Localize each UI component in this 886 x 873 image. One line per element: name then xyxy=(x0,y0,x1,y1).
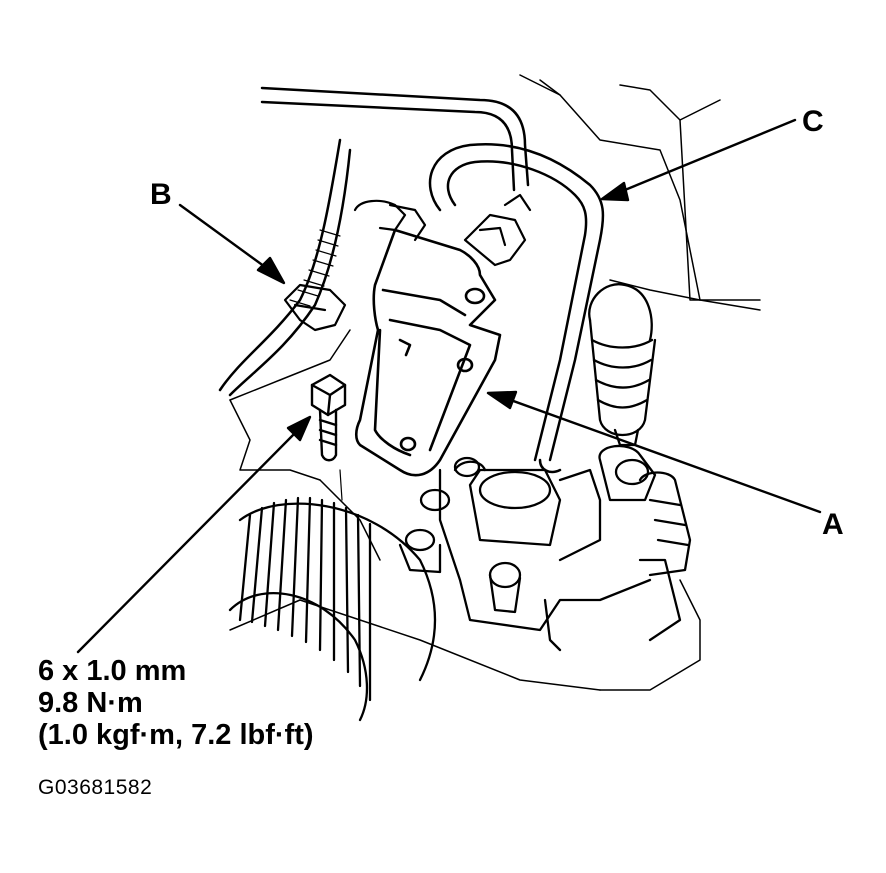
fastener-torque-alt: (1.0 kgf·m, 7.2 lbf·ft) xyxy=(38,719,314,751)
figure-id: G03681582 xyxy=(38,776,153,799)
fastener-size: 6 x 1.0 mm xyxy=(38,655,187,687)
leader-lines xyxy=(76,118,822,654)
bolt xyxy=(310,373,347,501)
wire-harness-b xyxy=(218,86,530,397)
leader-bolt xyxy=(76,426,302,654)
leader-b xyxy=(178,203,274,274)
callout-a: A xyxy=(822,508,844,541)
corrugated-tube xyxy=(228,496,437,722)
leader-c xyxy=(618,118,797,194)
arrowhead-a xyxy=(486,390,518,410)
harness-ribbing xyxy=(289,229,341,307)
bracket-a xyxy=(354,228,502,477)
fastener-spec: 6 x 1.0 mm 9.8 N·m (1.0 kgf·m, 7.2 lbf·f… xyxy=(38,655,314,751)
arrowhead-bolt xyxy=(286,415,312,442)
fastener-torque: 9.8 N·m xyxy=(38,687,143,719)
callout-c: C xyxy=(802,105,824,138)
arrowhead-b xyxy=(256,256,286,285)
callout-b: B xyxy=(150,178,172,211)
connector xyxy=(463,193,532,267)
valve-body xyxy=(398,444,682,652)
engine-housing-outline xyxy=(229,74,761,691)
arrowhead-c xyxy=(600,181,630,202)
bellows-boot xyxy=(588,283,692,577)
leader-a xyxy=(503,396,822,514)
harness-clamp xyxy=(283,199,427,332)
